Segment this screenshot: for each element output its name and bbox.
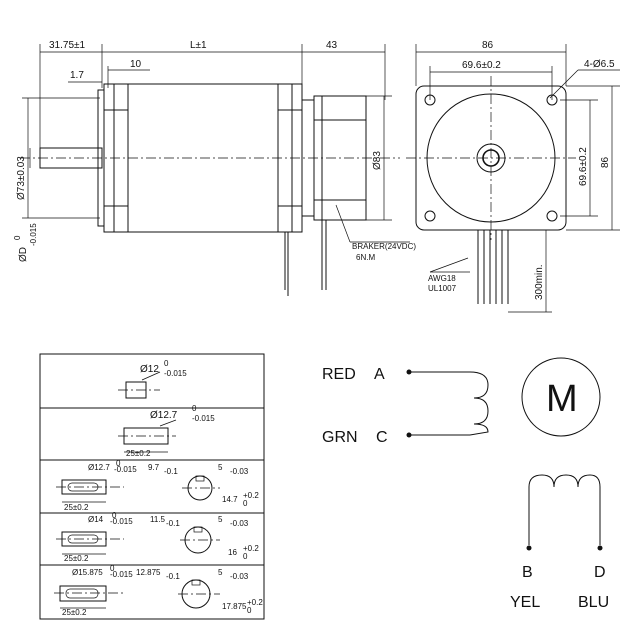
brake-label-2: 6N.M bbox=[356, 253, 375, 262]
option2-diameter: Ø12.7 bbox=[150, 410, 178, 421]
svg-text:Ø12.7: Ø12.7 bbox=[88, 463, 110, 472]
svg-text:0: 0 bbox=[247, 606, 252, 615]
svg-text:25±0.2: 25±0.2 bbox=[64, 503, 89, 512]
svg-text:+0.2: +0.2 bbox=[247, 598, 263, 607]
svg-text:5: 5 bbox=[218, 568, 223, 577]
svg-text:Ø15.875: Ø15.875 bbox=[72, 568, 103, 577]
wire-b-phase: B bbox=[522, 564, 533, 581]
svg-text:0: 0 bbox=[116, 459, 121, 468]
coil-bd bbox=[528, 474, 601, 545]
svg-text:5: 5 bbox=[218, 515, 223, 524]
svg-text:0: 0 bbox=[192, 404, 197, 413]
dim-shaft-diameter: ØD bbox=[18, 247, 29, 262]
dim-hole-spacing: 69.6±0.2 bbox=[462, 60, 501, 71]
svg-text:9.7: 9.7 bbox=[148, 463, 160, 472]
dim-holes: 4-Ø6.5 bbox=[584, 59, 615, 70]
wire-label-1: AWG18 bbox=[428, 274, 456, 283]
shaft-option-row: 25±0.2 Ø14 0 -0.015 11.5 -0.1 5 -0.03 16… bbox=[56, 511, 259, 563]
svg-text:+0.2: +0.2 bbox=[243, 491, 259, 500]
dim-shaft-length: 31.75±1 bbox=[49, 40, 86, 51]
svg-text:-0.03: -0.03 bbox=[230, 572, 249, 581]
svg-text:25±0.2: 25±0.2 bbox=[62, 608, 87, 617]
svg-text:12.875: 12.875 bbox=[136, 568, 161, 577]
svg-text:5: 5 bbox=[218, 463, 223, 472]
svg-text:+0.2: +0.2 bbox=[243, 544, 259, 553]
wiring-diagram: RED A GRN C M B D YEL BLU bbox=[322, 357, 609, 611]
front-view: 86 69.6±0.2 4-Ø6.5 69.6±0.2 86 bbox=[406, 40, 620, 313]
shaft-option-row: 25±0.2 Ø15.875 0 -0.015 12.875 -0.1 5 -0… bbox=[54, 564, 263, 617]
option1-diameter: Ø12 bbox=[140, 364, 159, 375]
svg-text:14.7: 14.7 bbox=[222, 495, 238, 504]
dim-shaft-tol-lower: -0.015 bbox=[29, 223, 38, 246]
svg-text:0: 0 bbox=[112, 511, 117, 520]
mount-hole-tl bbox=[424, 94, 436, 106]
svg-text:25±0.2: 25±0.2 bbox=[64, 554, 89, 563]
shaft-option-row: 25±0.2 Ø12.7 0 -0.015 9.7 -0.1 5 -0.03 1… bbox=[56, 459, 259, 512]
dim-front-height: 86 bbox=[600, 156, 611, 168]
mount-hole-tr bbox=[546, 94, 558, 106]
svg-text:-0.1: -0.1 bbox=[166, 519, 180, 528]
wire-b-color: YEL bbox=[510, 594, 540, 611]
svg-text:-0.03: -0.03 bbox=[230, 519, 249, 528]
svg-text:-0.1: -0.1 bbox=[164, 467, 178, 476]
brake-label-1: BRAKER(24VDC) bbox=[352, 242, 416, 251]
dim-flange-step: 10 bbox=[130, 59, 142, 70]
svg-text:0: 0 bbox=[243, 499, 248, 508]
dim-shaft-tol-upper: 0 bbox=[13, 235, 22, 240]
shaft-options-table: Ø12 0 -0.015 25±0.2 Ø12.7 0 -0.015 25±0.… bbox=[39, 353, 265, 620]
dim-flange-thickness: 1.7 bbox=[70, 70, 84, 81]
dim-brake-length: 43 bbox=[326, 40, 338, 51]
svg-text:25±0.2: 25±0.2 bbox=[126, 449, 151, 458]
svg-text:0: 0 bbox=[164, 359, 169, 368]
mount-hole-br bbox=[546, 210, 558, 222]
wire-c-color: GRN bbox=[322, 429, 358, 446]
dim-brake-diameter: Ø83 bbox=[372, 151, 383, 170]
shaft-option-row: Ø12 0 -0.015 bbox=[118, 359, 187, 399]
svg-text:0: 0 bbox=[243, 552, 248, 561]
wire-a-phase: A bbox=[374, 366, 385, 383]
svg-text:Ø14: Ø14 bbox=[88, 515, 104, 524]
svg-text:17.875: 17.875 bbox=[222, 602, 247, 611]
svg-text:0: 0 bbox=[110, 564, 115, 573]
svg-text:16: 16 bbox=[228, 548, 237, 557]
coil-ac bbox=[469, 371, 489, 436]
side-view: 31.75±1 L±1 43 1.7 10 Ø73±0.03 ØD 0 -0.0… bbox=[13, 40, 416, 296]
dim-wire-length: 300min. bbox=[534, 264, 545, 300]
svg-text:-0.015: -0.015 bbox=[110, 570, 133, 579]
svg-text:-0.1: -0.1 bbox=[166, 572, 180, 581]
svg-text:-0.015: -0.015 bbox=[110, 517, 133, 526]
wire-label-2: UL1007 bbox=[428, 284, 457, 293]
shaft-option-row: 25±0.2 Ø12.7 0 -0.015 bbox=[118, 404, 215, 458]
wire-a-color: RED bbox=[322, 366, 356, 383]
svg-text:-0.015: -0.015 bbox=[192, 414, 215, 423]
dim-hole-spacing-v: 69.6±0.2 bbox=[578, 147, 589, 186]
dim-body-length: L±1 bbox=[190, 40, 207, 51]
wire-d-phase: D bbox=[594, 564, 606, 581]
svg-text:-0.015: -0.015 bbox=[164, 369, 187, 378]
mount-hole-bl bbox=[424, 210, 436, 222]
dim-front-width: 86 bbox=[482, 40, 494, 51]
wire-c-phase: C bbox=[376, 429, 388, 446]
motor-symbol bbox=[521, 357, 601, 437]
svg-text:-0.015: -0.015 bbox=[114, 465, 137, 474]
svg-text:11.5: 11.5 bbox=[150, 515, 166, 524]
dim-pilot-diameter: Ø73±0.03 bbox=[16, 156, 27, 200]
motor-symbol-label: M bbox=[546, 378, 578, 420]
svg-text:-0.03: -0.03 bbox=[230, 467, 249, 476]
wire-d-color: BLU bbox=[578, 594, 609, 611]
